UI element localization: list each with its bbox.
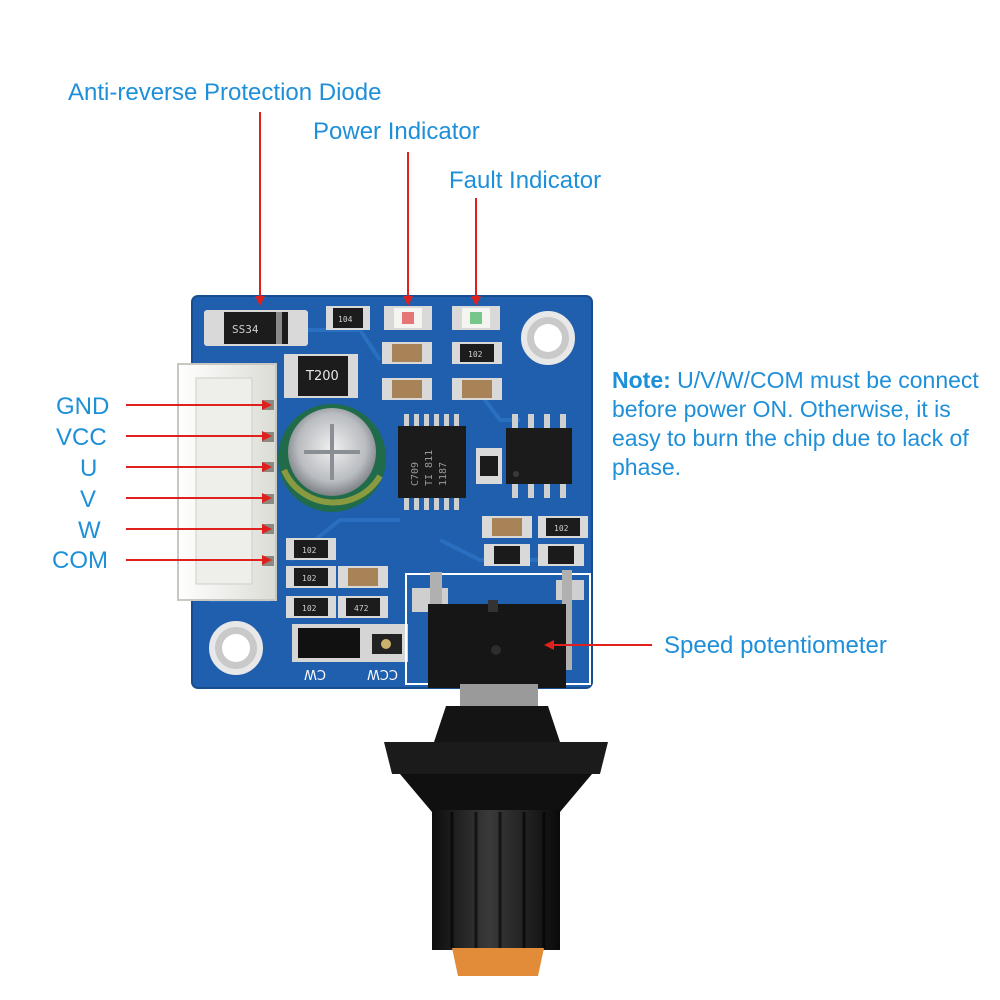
pin-label-u: U xyxy=(80,455,97,482)
svg-text:102: 102 xyxy=(302,546,317,555)
label-speed-potentiometer: Speed potentiometer xyxy=(664,632,887,659)
pin-label-w: W xyxy=(78,517,101,544)
callout-fault-indicator: Fault Indicator xyxy=(449,167,601,306)
electrolytic-capacitor xyxy=(278,404,386,512)
svg-text:102: 102 xyxy=(302,574,317,583)
small-capacitor xyxy=(476,448,502,484)
svg-text:1187: 1187 xyxy=(438,462,449,486)
resistor-top: 104 xyxy=(326,306,370,330)
label-power-indicator: Power Indicator xyxy=(313,118,480,145)
svg-text:CW: CW xyxy=(304,666,326,681)
callout-anti-reverse-diode: Anti-reverse Protection Diode xyxy=(68,79,381,306)
pin-label-com: COM xyxy=(52,547,108,574)
svg-text:102: 102 xyxy=(302,604,317,613)
direction-jumper: CW CCW xyxy=(292,624,408,681)
callout-speed-potentiometer: Speed potentiometer xyxy=(544,632,887,659)
svg-text:472: 472 xyxy=(354,604,369,613)
svg-text:C709: C709 xyxy=(410,462,421,486)
fault-led xyxy=(452,306,500,330)
label-anti-reverse-diode: Anti-reverse Protection Diode xyxy=(68,79,381,106)
svg-text:T200: T200 xyxy=(305,369,339,384)
note-title: Note: xyxy=(612,367,671,393)
pin-label-gnd: GND xyxy=(56,393,109,420)
callout-power-indicator: Power Indicator xyxy=(313,118,480,306)
speed-potentiometer xyxy=(384,570,608,976)
protection-diode: SS34 xyxy=(204,310,308,346)
transistor: T200 xyxy=(284,354,358,398)
label-fault-indicator: Fault Indicator xyxy=(449,167,601,194)
smd-resistors: 102 102 102 102 102 472 xyxy=(286,342,588,618)
small-diodes xyxy=(484,544,584,566)
svg-text:CCW: CCW xyxy=(367,666,398,681)
svg-text:102: 102 xyxy=(468,350,483,359)
pin-label-v: V xyxy=(80,486,96,513)
pin-labels: GND VCC U V W COM xyxy=(52,393,272,574)
svg-text:TI 811: TI 811 xyxy=(424,450,435,486)
note-body: U/V/W/COM must be connect before power O… xyxy=(612,367,979,480)
svg-text:102: 102 xyxy=(554,524,569,533)
pin-connector xyxy=(177,363,277,601)
secondary-ic xyxy=(506,414,572,498)
wiring-note: Note: U/V/W/COM must be connect before p… xyxy=(612,366,992,482)
smd-capacitors xyxy=(338,342,532,588)
power-led xyxy=(384,306,432,330)
svg-text:104: 104 xyxy=(338,315,353,324)
diode-marking: SS34 xyxy=(232,323,259,336)
pin-label-vcc: VCC xyxy=(56,424,107,451)
driver-ic: C709 TI 811 1187 xyxy=(398,414,466,510)
